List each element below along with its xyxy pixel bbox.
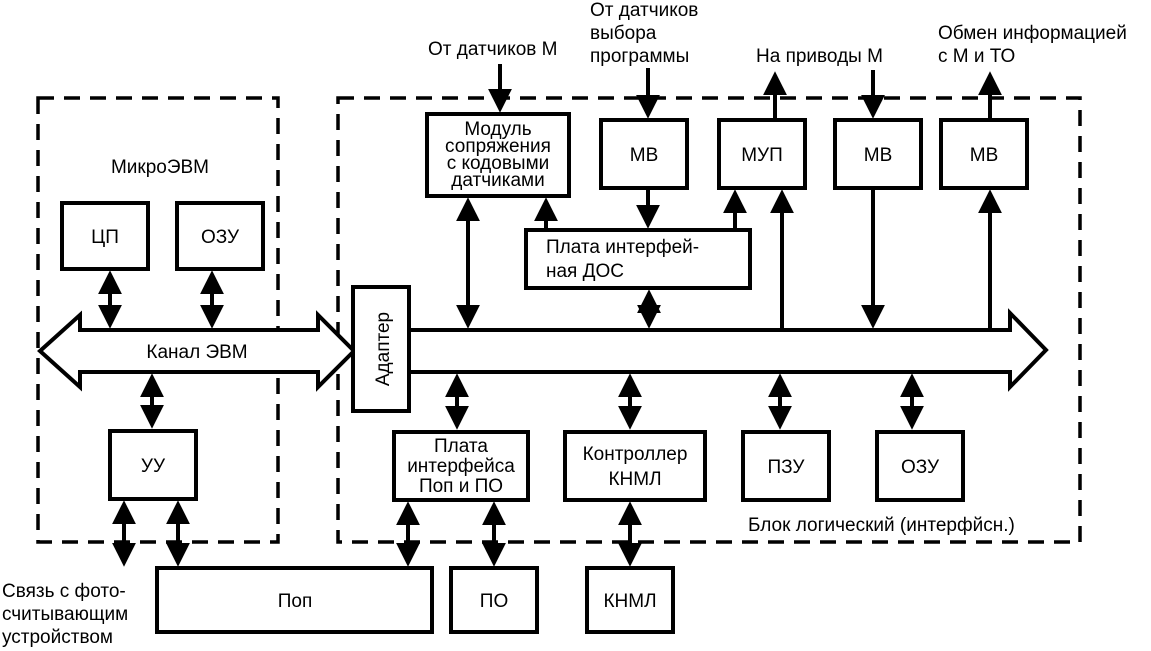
- channel-label: Канал ЭВМ: [146, 342, 247, 363]
- pop-label: Поп: [278, 591, 313, 612]
- program-sensors-line-3: программы: [590, 46, 689, 67]
- mv-program-label: МВ: [630, 145, 659, 166]
- logic-ram-label: ОЗУ: [901, 457, 940, 478]
- po-label: ПО: [480, 591, 508, 612]
- encoder-module-line-2: сопряжения: [445, 136, 551, 157]
- pop-po-board-line-2: интерфейса: [407, 456, 515, 477]
- encoder-module-line-1: Модуль: [464, 119, 531, 140]
- po-box: [449, 566, 539, 634]
- encoder-module-box: [425, 112, 571, 198]
- exchange-line-2: с М и ТО: [938, 46, 1015, 67]
- pop-po-board-line-1: Плата: [434, 436, 488, 457]
- logic-block-caption: Блок логический (интерфйсн.): [748, 515, 1015, 536]
- mc-ram-box: [175, 201, 265, 271]
- adapter-box: [351, 285, 411, 413]
- pop-box: [155, 566, 434, 634]
- mv-exchange-label: МВ: [970, 145, 999, 166]
- microcomputer-region: [36, 96, 280, 544]
- knml-box: [585, 566, 675, 634]
- to-drives-label: На приводы М: [756, 46, 883, 67]
- from-sensors-label: От датчиков М: [428, 39, 558, 60]
- rom-label: ПЗУ: [768, 457, 806, 478]
- control-unit-label: УУ: [141, 456, 166, 477]
- mup-label: МУП: [741, 145, 783, 166]
- encoder-module-line-4: датчиками: [451, 170, 544, 191]
- knml-controller-line-1: Контроллер: [583, 444, 688, 465]
- knml-controller-line-2: КНМЛ: [608, 469, 661, 490]
- microcomputer-title: МикроЭВМ: [111, 157, 209, 178]
- mv-exchange-box: [939, 118, 1029, 190]
- photo-reader-line-3: устройством: [2, 627, 113, 648]
- logic-block-region: [336, 96, 1082, 544]
- pop-po-board-line-3: Поп и ПО: [419, 476, 503, 497]
- mv-program-box: [599, 118, 689, 190]
- photo-reader-line-2: считывающим: [2, 604, 128, 625]
- control-unit-box: [108, 429, 198, 501]
- dos-board-line-2: ная ДОС: [546, 261, 624, 282]
- pop-po-board-box: [392, 430, 530, 502]
- cpu-label: ЦП: [91, 227, 119, 248]
- dos-board-line-1: Плата интерфей-: [546, 237, 699, 258]
- knml-controller-box: [563, 430, 707, 502]
- mup-box: [717, 118, 807, 190]
- logic-ram-box: [875, 430, 965, 502]
- mv-drives-box: [833, 118, 923, 190]
- rom-box: [741, 430, 831, 502]
- logic-bus: [407, 308, 1049, 392]
- mv-drives-label: МВ: [864, 145, 893, 166]
- exchange-line-1: Обмен информацией: [938, 23, 1127, 44]
- mc-ram-label: ОЗУ: [201, 227, 240, 248]
- program-sensors-line-2: выбора: [590, 23, 657, 44]
- dos-board-box: [524, 228, 752, 290]
- knml-label: КНМЛ: [603, 591, 656, 612]
- adapter-label: Адаптер: [373, 312, 394, 386]
- program-sensors-line-1: От датчиков: [590, 0, 698, 21]
- cpu-box: [60, 201, 150, 271]
- encoder-module-line-3: с кодовыми: [447, 153, 550, 174]
- photo-reader-line-1: Связь с фото-: [2, 581, 126, 602]
